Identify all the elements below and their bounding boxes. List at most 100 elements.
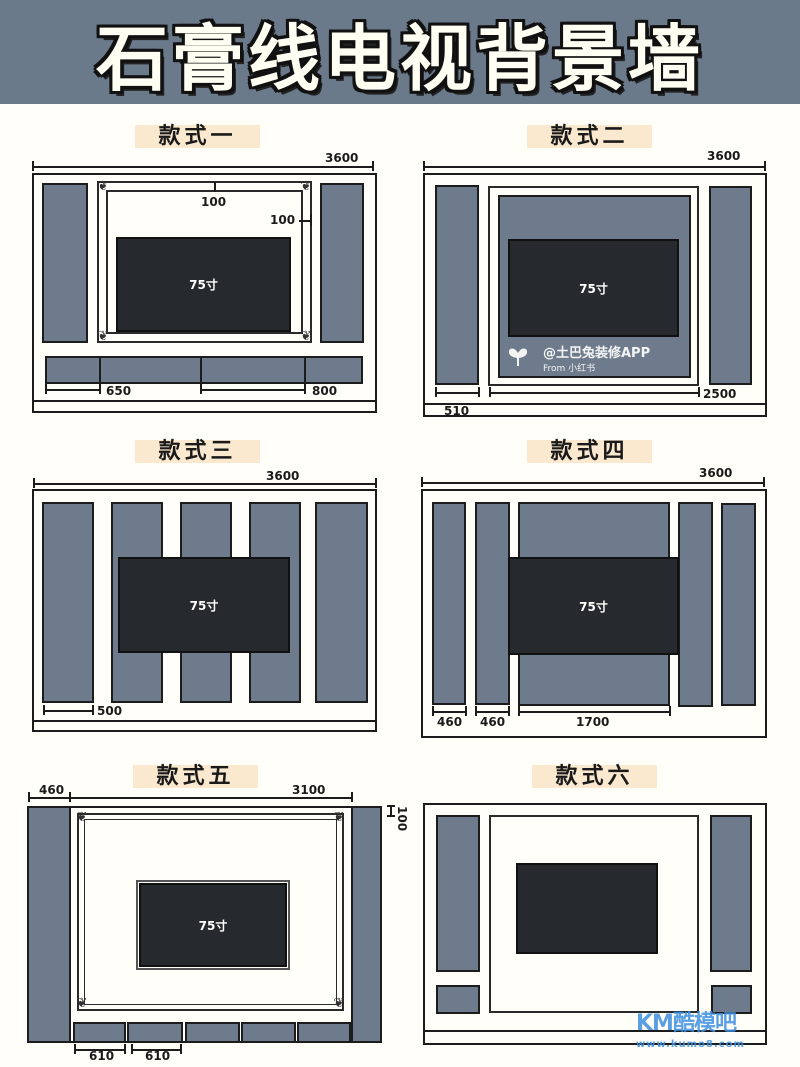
skirting-line	[423, 1030, 767, 1032]
tv-screen: 75寸	[508, 239, 679, 337]
side-panel-left	[435, 185, 479, 385]
dimension-marker	[214, 182, 216, 192]
cabinet-panel	[99, 356, 202, 384]
site-logo-watermark: KM酷模吧	[636, 1011, 737, 1036]
dimension-tick	[124, 1044, 126, 1054]
dimension-tick	[131, 1044, 133, 1054]
dimension-marker	[387, 815, 395, 817]
drawer-a-dimension: 610	[89, 1049, 115, 1063]
small-panel-right	[711, 985, 752, 1014]
dimension-line	[435, 392, 479, 394]
dimension-tick	[74, 1044, 76, 1054]
drawer-panel	[185, 1022, 240, 1043]
vertical-panel	[678, 502, 713, 707]
panel-width-dimension: 500	[97, 704, 123, 718]
center-width-dimension: 3100	[292, 783, 326, 797]
cabinet-panel	[304, 356, 363, 384]
dimension-line	[43, 710, 93, 712]
vertical-panel	[315, 502, 368, 703]
cabinet-dimension-left: 650	[106, 384, 132, 398]
dimension-line	[131, 1049, 181, 1051]
width-dimension-line	[32, 166, 374, 168]
corner-ornament-icon: ❦	[300, 329, 312, 344]
panel-b-dimension: 460	[480, 715, 506, 729]
side-panel-left	[436, 815, 480, 972]
moulding-side-dimension: 100	[270, 213, 296, 227]
dimension-tick	[508, 706, 510, 716]
dimension-tick	[180, 1044, 182, 1054]
dimension-tick	[698, 387, 700, 397]
heart-logo-icon	[508, 344, 528, 366]
dimension-tick	[478, 387, 480, 397]
dimension-line	[475, 711, 510, 713]
dimension-tick	[32, 161, 34, 171]
page-title: 石膏线电视背景墙	[95, 16, 704, 101]
width-dimension-label: 3600	[325, 151, 359, 165]
tv-screen: 75寸	[116, 237, 291, 332]
cabinet-panel	[200, 356, 306, 384]
center-panel-dimension: 1700	[576, 715, 610, 729]
tv-screen	[516, 863, 658, 954]
tv-screen: 75寸	[139, 883, 287, 967]
side-panel-left	[42, 183, 88, 343]
side-panel-dimension: 460	[39, 783, 65, 797]
dimension-marker	[390, 805, 392, 816]
dimension-line	[74, 1049, 125, 1051]
dimension-tick	[33, 478, 35, 488]
dimension-line	[45, 389, 101, 391]
width-dimension-line	[423, 166, 765, 168]
dimension-tick	[351, 792, 353, 802]
drawer-b-dimension: 610	[145, 1049, 171, 1063]
corner-ornament-icon: ❦	[300, 179, 312, 194]
inner-plaster-moulding	[84, 819, 337, 1005]
outer-plaster-moulding	[77, 813, 344, 1011]
dimension-tick	[465, 706, 467, 716]
panel-a-dimension: 460	[437, 715, 463, 729]
outer-plaster-moulding	[97, 181, 312, 343]
drawer-panel	[73, 1022, 126, 1043]
tv-screen: 75寸	[508, 557, 679, 655]
style-6-label: 款式六	[532, 765, 657, 788]
small-panel-left	[436, 985, 480, 1014]
dimension-tick	[45, 384, 47, 394]
corner-ornament-icon: ❦	[76, 996, 88, 1011]
side-panel-right	[320, 183, 364, 343]
dimension-tick	[518, 706, 520, 716]
dimension-line	[200, 389, 306, 391]
dimension-marker	[310, 214, 312, 226]
width-dimension-label: 3600	[266, 469, 300, 483]
side-panel-right	[710, 815, 752, 972]
dimension-tick	[423, 161, 425, 171]
dimension-tick	[28, 792, 30, 802]
style-2-label: 款式二	[527, 125, 652, 148]
vertical-panel	[432, 502, 466, 705]
vertical-panel	[721, 503, 756, 706]
corner-ornament-icon: ❦	[333, 810, 345, 825]
site-url-watermark: www.kumo8.com	[636, 1039, 745, 1050]
dimension-marker	[299, 220, 311, 222]
side-panel-right	[351, 806, 382, 1043]
dimension-tick	[375, 478, 377, 488]
source-watermark: From 小红书	[543, 364, 596, 374]
inner-plaster-moulding	[106, 190, 303, 334]
skirting-line	[423, 403, 767, 405]
style-4-label: 款式四	[527, 440, 652, 463]
dimension-tick	[432, 706, 434, 716]
dimension-tick	[435, 387, 437, 397]
dimension-line	[518, 711, 670, 713]
dimension-line	[489, 392, 699, 394]
center-moulding-frame	[488, 186, 699, 386]
dimension-tick	[99, 384, 101, 394]
moulding-top-dimension: 100	[201, 195, 227, 209]
width-dimension-line	[33, 483, 376, 485]
drawer-panel	[241, 1022, 296, 1043]
vertical-panel	[475, 502, 510, 705]
style-5-label: 款式五	[133, 765, 258, 788]
width-dimension-line	[421, 482, 764, 484]
vertical-panel	[42, 502, 94, 703]
dimension-tick	[489, 387, 491, 397]
corner-ornament-icon: ❦	[333, 996, 345, 1011]
drawer-panel	[127, 1022, 183, 1043]
width-dimension-label: 3600	[699, 466, 733, 480]
dimension-tick	[475, 706, 477, 716]
